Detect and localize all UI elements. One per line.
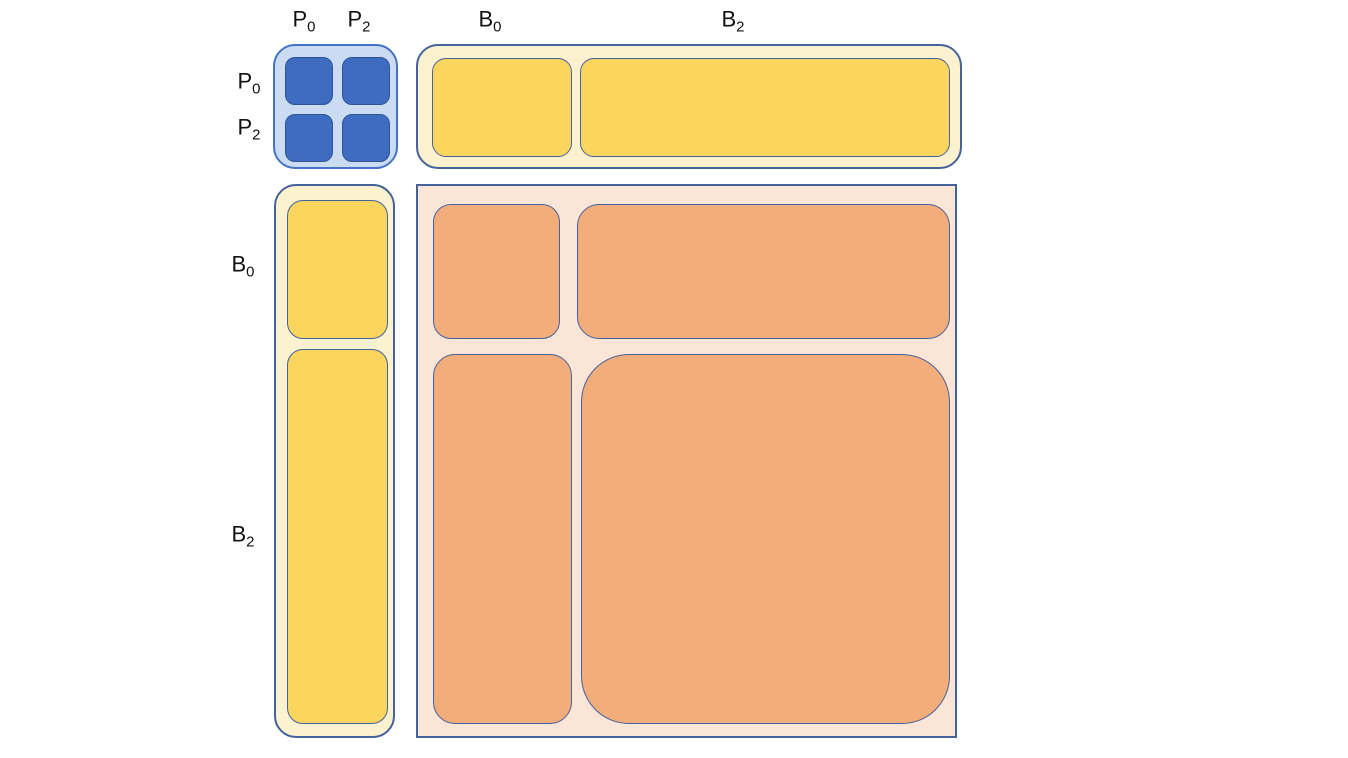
row-label-b0-sub: 0 <box>246 263 255 281</box>
col-label-p2-sub: 2 <box>362 18 371 36</box>
row-label-b2: B2 <box>231 523 254 550</box>
bb-cell-b0b0 <box>433 204 560 339</box>
col-label-p0-base: P <box>292 6 308 32</box>
row-label-b2-base: B <box>231 521 247 547</box>
pb-cell-b0 <box>432 58 572 157</box>
col-label-p0-sub: 0 <box>307 18 316 36</box>
matrix-block-bp <box>274 184 395 738</box>
col-label-p0: P0 <box>292 8 315 35</box>
col-label-b2-sub: 2 <box>736 18 745 36</box>
row-label-p2: P2 <box>237 116 260 143</box>
row-label-p0-sub: 0 <box>252 80 261 98</box>
pp-cell-p2p2 <box>342 114 390 162</box>
matrix-block-pb <box>416 44 962 169</box>
row-label-p0-base: P <box>237 68 253 94</box>
bp-cell-b2 <box>287 349 388 724</box>
row-label-b0: B0 <box>231 253 254 280</box>
bb-cell-b0b2 <box>577 204 950 339</box>
matrix-block-bb <box>416 184 957 738</box>
pp-cell-p0p0 <box>285 57 333 105</box>
col-label-p2-base: P <box>347 6 363 32</box>
row-label-b0-base: B <box>231 251 247 277</box>
pp-cell-p2p0 <box>285 114 333 162</box>
matrix-block-pp <box>273 44 398 169</box>
col-label-b2-base: B <box>721 6 737 32</box>
row-label-b2-sub: 2 <box>246 533 255 551</box>
row-label-p0: P0 <box>237 70 260 97</box>
col-label-p2: P2 <box>347 8 370 35</box>
bb-cell-b2b0 <box>433 354 572 724</box>
row-label-p2-sub: 2 <box>252 126 261 144</box>
col-label-b0-base: B <box>478 6 494 32</box>
bb-cell-b2b2 <box>581 354 950 724</box>
col-label-b0: B0 <box>478 8 501 35</box>
bp-cell-b0 <box>287 200 388 339</box>
col-label-b2: B2 <box>721 8 744 35</box>
col-label-b0-sub: 0 <box>493 18 502 36</box>
row-label-p2-base: P <box>237 114 253 140</box>
pp-cell-p0p2 <box>342 57 390 105</box>
pb-cell-b2 <box>580 58 950 157</box>
